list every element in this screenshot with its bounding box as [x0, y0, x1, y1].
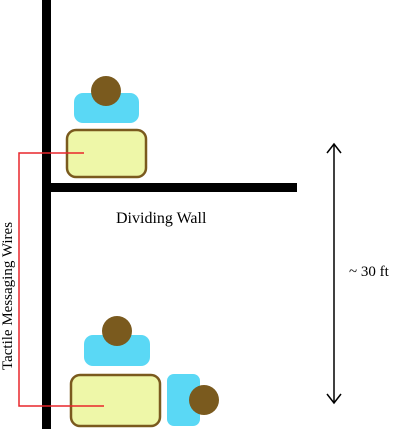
chair-bottom-back: [84, 335, 150, 366]
person-top: [91, 76, 121, 106]
distance-arrow: [326, 142, 342, 405]
person-bottom-right: [189, 385, 219, 415]
wires-label: Tactile Messaging Wires: [0, 222, 16, 370]
distance-label: ~ 30 ft: [349, 264, 390, 280]
chair-top: [74, 93, 139, 123]
dividing-wall-label: Dividing Wall: [116, 210, 207, 227]
dividing-wall: [42, 183, 297, 192]
workstation-bottom: [69, 316, 219, 428]
workstation-top: [65, 76, 148, 179]
tactile-wire: [18, 152, 104, 407]
chair-bottom-side: [167, 374, 200, 426]
main-wall: [42, 0, 51, 429]
desk-bottom: [69, 373, 162, 428]
person-bottom-left: [102, 316, 132, 346]
